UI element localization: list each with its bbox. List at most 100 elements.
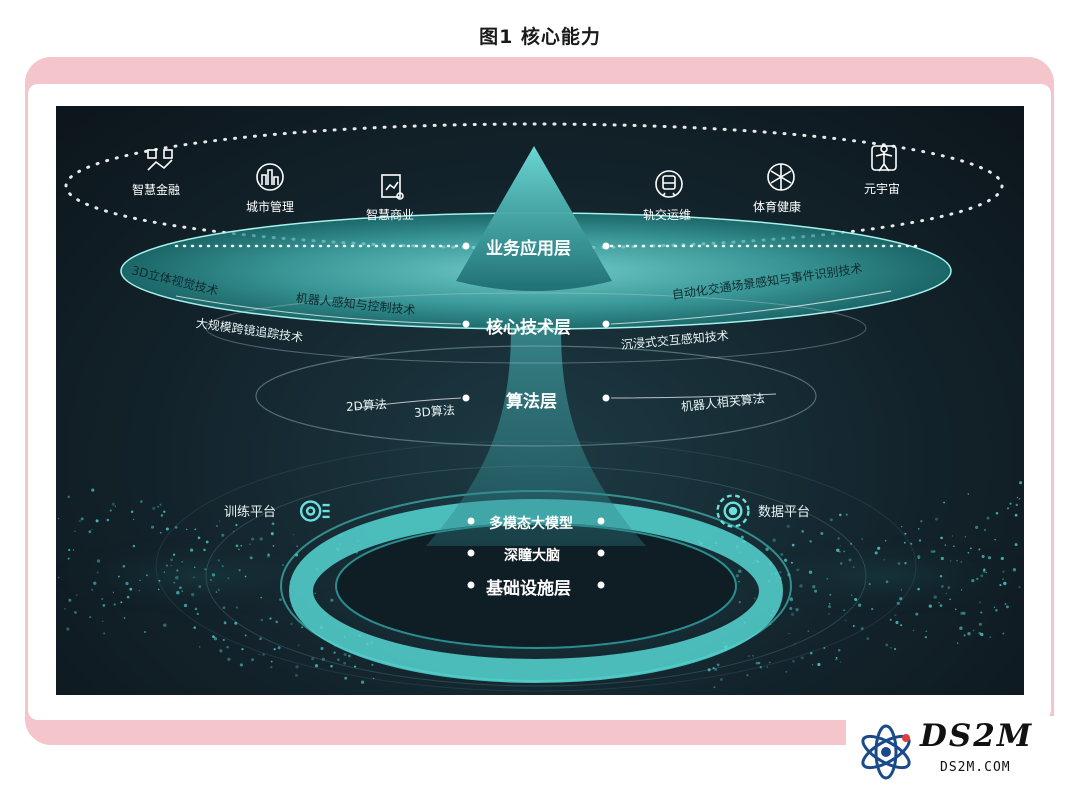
particle-dot: [203, 548, 206, 552]
particle-dot: [235, 544, 239, 548]
atom-logo-icon: [861, 724, 911, 780]
particle-dot: [1012, 568, 1017, 572]
particle-dot: [132, 544, 136, 548]
particle-dot: [993, 606, 996, 609]
particle-dot: [967, 632, 971, 636]
particle-dot: [64, 608, 66, 610]
finance-icon: [147, 149, 173, 171]
particle-dot: [895, 620, 899, 625]
particle-dot: [917, 555, 921, 559]
particle-dot: [757, 661, 761, 665]
particle-dot: [883, 559, 886, 561]
particle-dot: [191, 592, 195, 597]
particle-dot: [917, 528, 920, 530]
particle-dot: [978, 631, 982, 635]
particle-dot: [241, 647, 244, 651]
particle-dot: [239, 663, 243, 667]
particle-dot: [102, 604, 106, 607]
particle-dot: [68, 548, 71, 552]
particle-dot: [980, 574, 984, 578]
particle-dot: [221, 533, 225, 537]
particle-dot: [163, 623, 167, 627]
particle-dot: [163, 510, 166, 514]
particle-dot: [259, 537, 263, 541]
particle-dot: [861, 538, 864, 540]
particle-dot: [999, 584, 1002, 587]
particle-dot: [839, 562, 843, 565]
particle-dot: [106, 518, 110, 522]
particle-dot: [759, 666, 762, 669]
particle-dot: [975, 525, 979, 529]
particle-dot: [176, 569, 179, 572]
particle-dot: [88, 530, 92, 534]
particle-dot: [801, 530, 805, 533]
particle-dot: [347, 654, 351, 658]
particle-dot: [221, 565, 224, 567]
particle-dot: [837, 537, 840, 540]
particle-dot: [947, 586, 951, 590]
particle-dot: [259, 637, 262, 641]
particle-dot: [994, 539, 996, 541]
particle-dot: [179, 586, 182, 590]
particle-dot: [903, 541, 906, 544]
particle-dot: [868, 583, 871, 586]
particle-dot: [122, 564, 126, 568]
particle-dot: [812, 585, 816, 589]
particle-dot: [125, 581, 129, 586]
particle-dot: [240, 544, 243, 547]
particle-dot: [91, 488, 95, 492]
particle-dot: [901, 525, 903, 528]
particle-dot: [900, 624, 903, 627]
layer-algorithm: 算法层: [506, 392, 557, 412]
particle-dot: [945, 592, 947, 595]
particle-dot: [985, 571, 987, 574]
particle-dot: [173, 581, 176, 584]
app-label-commerce: 智慧商业: [366, 208, 415, 222]
particle-dot: [747, 655, 750, 658]
particle-dot: [765, 547, 769, 551]
particle-dot: [68, 598, 72, 602]
particle-dot: [223, 621, 227, 625]
particle-dot: [989, 636, 992, 639]
particle-dot: [877, 546, 881, 550]
particle-dot: [293, 534, 295, 536]
particle-dot: [193, 566, 196, 569]
particle-dot: [217, 559, 220, 562]
app-label-city: 城市管理: [246, 200, 295, 214]
particle-dot: [894, 647, 897, 651]
particle-dot: [1006, 507, 1010, 510]
particle-dot: [934, 517, 939, 521]
particle-dot: [157, 588, 160, 591]
particle-dot: [978, 601, 981, 604]
particle-dot: [796, 568, 800, 572]
particle-dot: [270, 532, 274, 536]
algorithm-ring: [255, 345, 817, 447]
particle-dot: [1004, 603, 1007, 605]
particle-dot: [828, 602, 831, 605]
particle-dot: [795, 608, 799, 612]
particle-dot: [960, 561, 963, 563]
particle-dot: [894, 614, 897, 617]
layer-leader-lines: [175, 290, 892, 409]
particle-dot: [823, 646, 826, 650]
particle-dot: [995, 608, 998, 612]
particle-dot: [215, 591, 218, 593]
watermark-sub: DS2M.COM: [940, 760, 1011, 775]
particle-dot: [89, 616, 92, 619]
particle-dot: [249, 556, 253, 560]
particle-dot: [159, 531, 162, 534]
layer-business: 业务应用层: [486, 239, 571, 259]
layer-core-tech: 核心技术层: [486, 318, 571, 338]
apex-cone: [456, 146, 612, 291]
particle-dot: [251, 537, 255, 541]
particle-dot: [238, 548, 240, 551]
particle-dot: [150, 525, 155, 529]
particle-dot: [123, 617, 126, 619]
particle-dot: [808, 570, 813, 574]
diagram-graphics: [56, 122, 1024, 692]
particle-dot: [95, 519, 99, 523]
watermark-main: DS2M: [920, 718, 1034, 754]
particle-dot: [78, 519, 82, 523]
particle-dot: [277, 646, 281, 650]
particle-dot: [1018, 498, 1021, 500]
